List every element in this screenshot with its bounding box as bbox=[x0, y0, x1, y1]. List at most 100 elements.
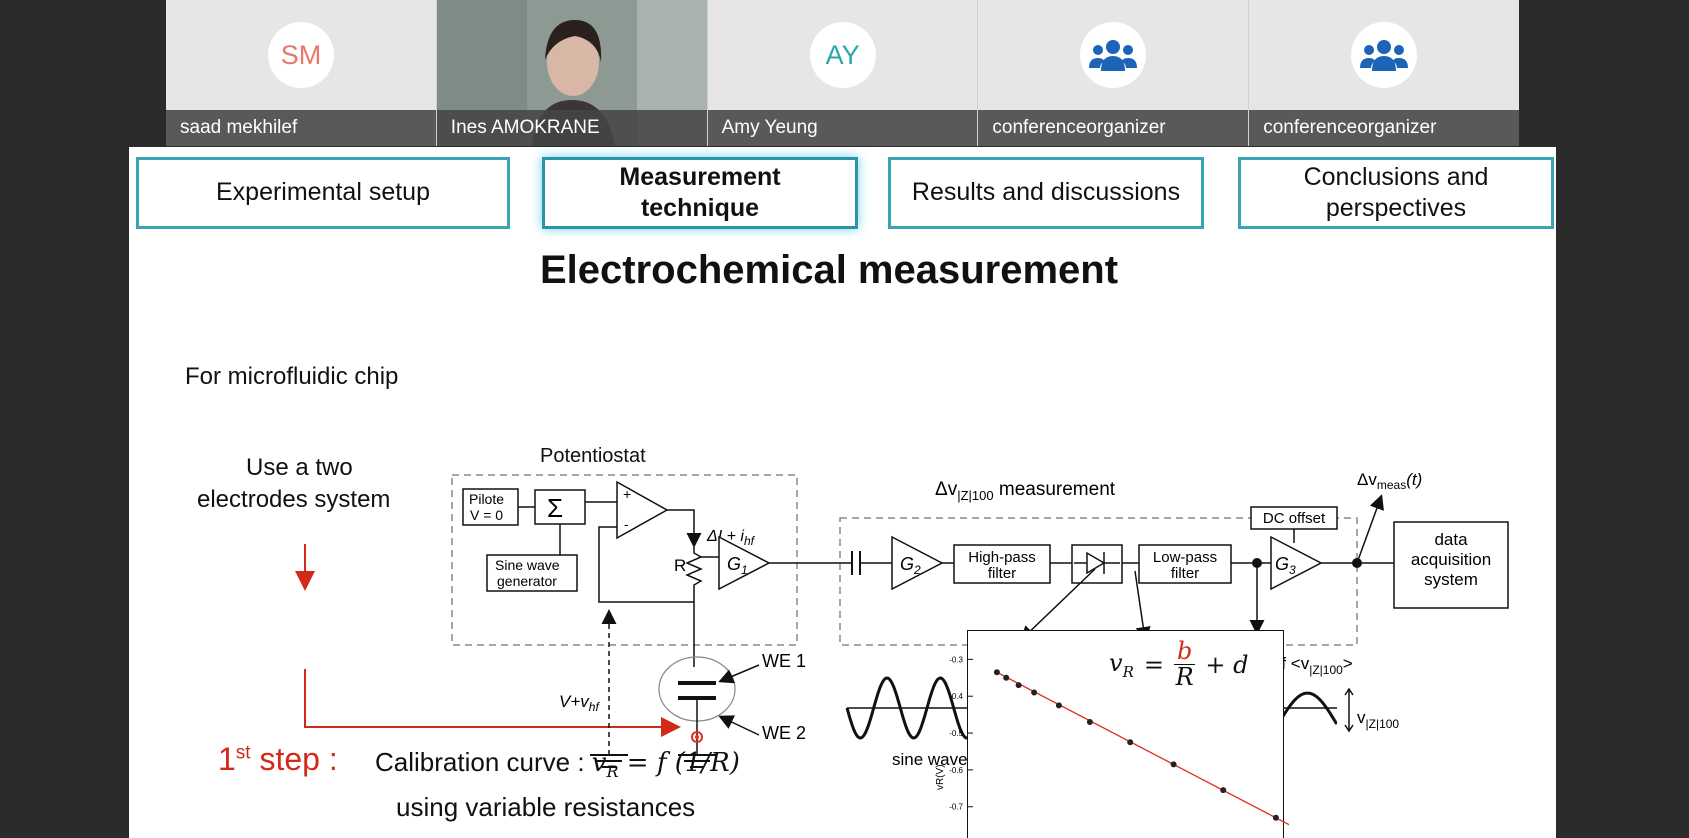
participant-name: Amy Yeung bbox=[707, 110, 978, 146]
participant-strip: SM saad mekhilef Ines AMOKRANE AY Amy Ye… bbox=[166, 0, 1519, 146]
tab-results-and-discussions[interactable]: Results and discussions bbox=[888, 157, 1204, 229]
dc-offset-label: DC offset bbox=[1263, 510, 1326, 527]
y-axis-label: vR(V) bbox=[935, 764, 946, 790]
we1-label: WE 1 bbox=[762, 651, 806, 671]
pilote-label: Pilote bbox=[469, 491, 504, 507]
avatar-initials: SM bbox=[280, 39, 322, 70]
lp-label: Low-pass bbox=[1153, 549, 1217, 566]
delta-i-label: ΔI + ihf bbox=[706, 528, 756, 548]
g2-label: G2 bbox=[900, 554, 921, 577]
tab-experimental-setup[interactable]: Experimental setup bbox=[136, 157, 510, 229]
group-icon bbox=[1360, 40, 1409, 71]
daq-label2: acquisition bbox=[1411, 550, 1491, 569]
left-text-line1: For microfluidic chip bbox=[185, 363, 399, 390]
sine-generator-box bbox=[486, 554, 578, 592]
slide-title: Electrochemical measurement bbox=[540, 248, 1119, 292]
laser-pointer bbox=[691, 731, 703, 743]
formula-fraction: b R bbox=[1173, 638, 1196, 692]
avatar-initials: AY bbox=[825, 39, 860, 70]
data-acquisition-box bbox=[1393, 521, 1509, 609]
data-point bbox=[1127, 739, 1134, 746]
sine-generator-label: Sine wave bbox=[495, 557, 560, 573]
red-connector-arrow bbox=[304, 669, 681, 737]
resistor-label: R bbox=[674, 556, 686, 575]
data-point bbox=[993, 669, 1000, 676]
data-point bbox=[1220, 787, 1227, 794]
v-vhf-label: V+vhf bbox=[559, 692, 600, 714]
gain-g3 bbox=[1270, 535, 1323, 591]
formula-eq: = bbox=[1143, 650, 1164, 679]
tab-measurement-technique[interactable]: Measurement technique bbox=[542, 157, 858, 229]
calibration-text: Calibration curve : vR = f (1/R) bbox=[375, 747, 740, 781]
opamp-potentiostat bbox=[616, 480, 669, 540]
pilote-value: V = 0 bbox=[470, 507, 503, 523]
formula-lhs: vR bbox=[1109, 648, 1134, 681]
data-point bbox=[1003, 674, 1010, 681]
circuit-diagram: Potentiostat Pilote V = 0 Σ Sine wave ge… bbox=[295, 445, 1509, 772]
y-tick-label: -0.4 bbox=[949, 692, 963, 701]
y-tick-label: -0.5 bbox=[949, 729, 963, 738]
y-tick-label: -0.7 bbox=[949, 803, 963, 812]
potentiostat-label: Potentiostat bbox=[540, 445, 646, 467]
fit-line bbox=[996, 671, 1289, 826]
y-tick-label: -0.3 bbox=[949, 655, 963, 664]
data-point bbox=[1055, 702, 1062, 709]
formula-denominator: R bbox=[1175, 663, 1194, 692]
calibration-line2: using variable resistances bbox=[396, 792, 696, 822]
participant-tile[interactable]: AY Amy Yeung bbox=[707, 0, 979, 146]
formula-numerator: b bbox=[1173, 638, 1196, 666]
data-point bbox=[1015, 682, 1022, 689]
tab-conclusions-and-perspectives[interactable]: Conclusions and perspectives bbox=[1238, 157, 1554, 229]
data-point bbox=[1086, 719, 1093, 725]
participant-name: conferenceorganizer bbox=[1249, 110, 1519, 146]
g3-label: G3 bbox=[1275, 554, 1296, 577]
participant-video-tile[interactable]: Ines AMOKRANE bbox=[436, 0, 708, 146]
g1-label: G1 bbox=[727, 554, 748, 577]
avatar: SM bbox=[268, 22, 334, 88]
participant-name: Ines AMOKRANE bbox=[436, 110, 707, 146]
hp-label2: filter bbox=[988, 565, 1016, 582]
step-number: 1 bbox=[218, 741, 236, 777]
participant-name: conferenceorganizer bbox=[978, 110, 1249, 146]
calibration-formula: vR = f (1/R) bbox=[591, 748, 740, 782]
daq-label3: system bbox=[1424, 570, 1478, 589]
gain-g2 bbox=[891, 535, 944, 591]
rectifier bbox=[1071, 544, 1123, 584]
step-rest: step : bbox=[250, 741, 338, 777]
avatar bbox=[1080, 22, 1147, 88]
gain-g1 bbox=[718, 535, 771, 591]
step-label: 1st step : bbox=[218, 741, 338, 778]
low-pass-filter bbox=[1138, 544, 1232, 584]
shared-slide: Experimental setup Measurement technique… bbox=[129, 147, 1556, 838]
svg-text:+: + bbox=[623, 486, 631, 502]
data-point bbox=[1170, 761, 1177, 768]
avatar: AY bbox=[809, 22, 876, 88]
svg-text:-: - bbox=[624, 516, 629, 532]
data-point bbox=[1272, 814, 1279, 821]
participant-name: saad mekhilef bbox=[166, 110, 436, 146]
y-tick-label: -0.6 bbox=[949, 766, 963, 775]
participant-tile[interactable]: conferenceorganizer bbox=[978, 0, 1250, 146]
left-text-line3: electrodes system bbox=[197, 486, 391, 513]
lp-label2: filter bbox=[1171, 565, 1199, 582]
participant-tile[interactable]: SM saad mekhilef bbox=[166, 0, 437, 146]
measurement-label: Δv|Z|100 measurement bbox=[935, 479, 1116, 503]
step-sup: st bbox=[235, 742, 251, 764]
resistor bbox=[685, 547, 703, 667]
calibration-label: Calibration curve : bbox=[375, 747, 592, 777]
data-point bbox=[1031, 689, 1038, 696]
group-icon bbox=[1089, 40, 1138, 71]
dv-meas-label: Δvmeas(t) bbox=[1357, 470, 1422, 492]
hp-label: High-pass bbox=[968, 549, 1036, 566]
sine-generator-label2: generator bbox=[497, 573, 557, 589]
potentiostat-box bbox=[451, 474, 798, 646]
high-pass-filter bbox=[953, 544, 1051, 584]
calibration-chart-frame bbox=[967, 630, 1284, 838]
avatar bbox=[1351, 22, 1418, 88]
formula-box: vR = b R + d bbox=[1109, 638, 1248, 692]
we2-label: WE 2 bbox=[762, 723, 806, 743]
participant-tile[interactable]: conferenceorganizer bbox=[1249, 0, 1519, 146]
calibration-chart: -0.3-0.4-0.5-0.6-0.7-0.8vR(V) bbox=[935, 655, 1289, 826]
vz-label: v|Z|100 bbox=[1357, 708, 1399, 731]
left-text-line2: Use a two bbox=[246, 454, 353, 481]
